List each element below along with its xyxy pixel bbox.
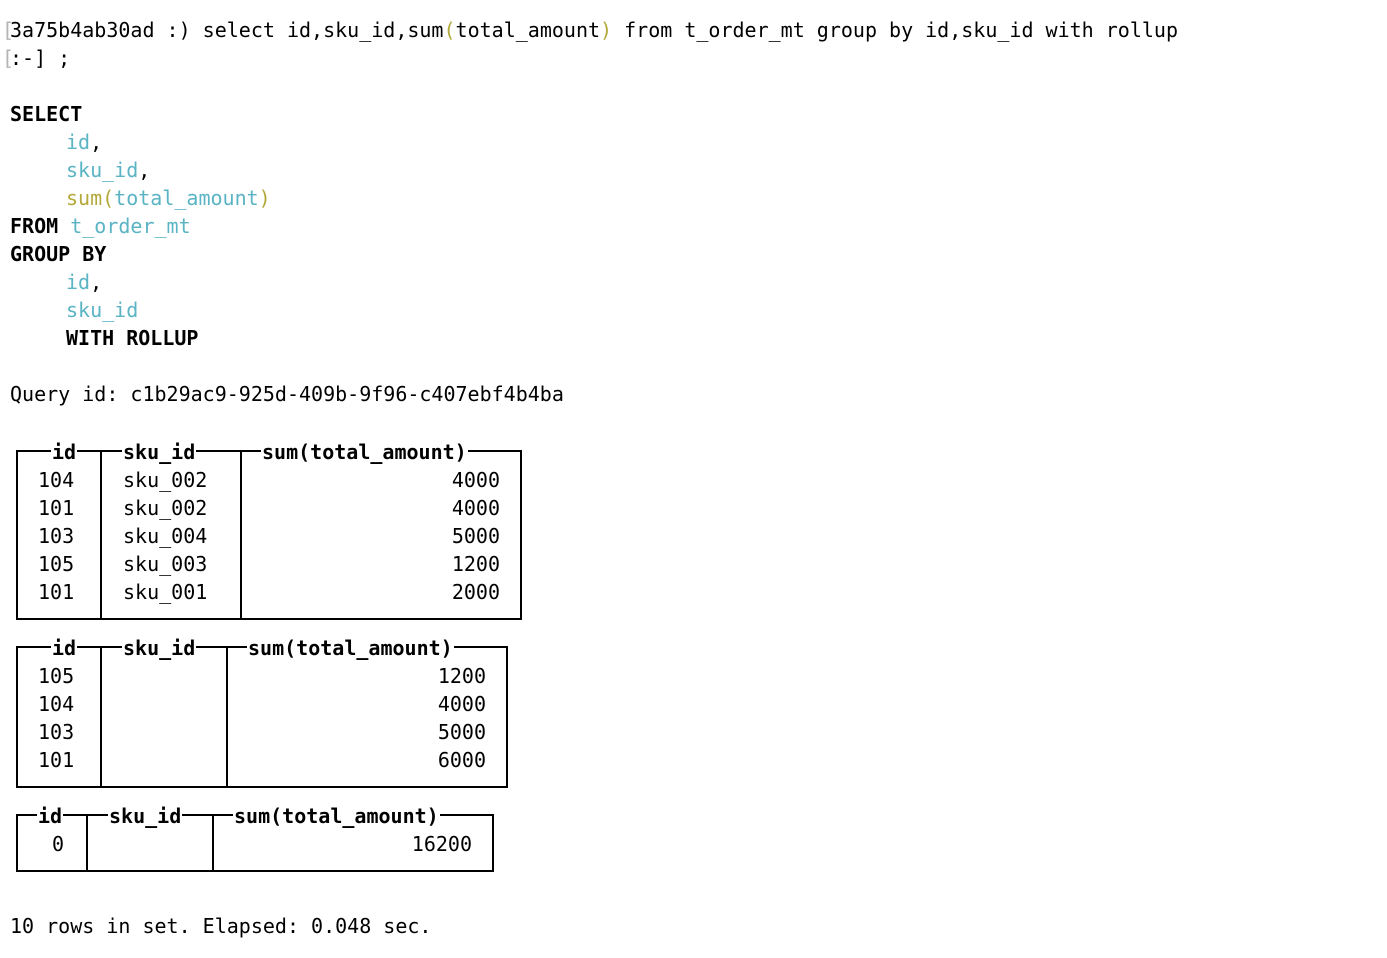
from-clause: FROM t_order_mt bbox=[10, 212, 191, 240]
select-col-sku-id-name: sku_id bbox=[66, 158, 139, 182]
group-col-id-name: id bbox=[66, 270, 91, 294]
cell-id: 103 bbox=[38, 524, 75, 548]
cell-sum: 5000 bbox=[451, 524, 500, 548]
cell-sum: 1200 bbox=[437, 664, 486, 688]
header-id: id bbox=[51, 438, 78, 466]
cell-id: 0 bbox=[52, 832, 65, 856]
header-sum: sum(total_amount) bbox=[261, 438, 468, 466]
result-summary: 10 rows in set. Elapsed: 0.048 sec. bbox=[10, 914, 432, 938]
result-table-3: id sku_id sum(total_amount) 0 16200 bbox=[16, 802, 494, 872]
cell-sku-id: sku_001 bbox=[123, 580, 208, 604]
column-divider bbox=[100, 648, 102, 786]
comma: , bbox=[138, 158, 151, 182]
cell-sum: 4000 bbox=[451, 496, 500, 520]
column-divider bbox=[240, 452, 242, 618]
result-table-1: id sku_id sum(total_amount) 104 sku_002 … bbox=[16, 438, 522, 620]
select-col-sum: sum(total_amount) bbox=[66, 184, 271, 212]
table-name: t_order_mt bbox=[70, 214, 191, 238]
header-id: id bbox=[37, 802, 64, 830]
command-paren-close: ) bbox=[600, 18, 613, 42]
column-divider bbox=[226, 648, 228, 786]
cell-sku-id: sku_004 bbox=[123, 524, 208, 548]
func-arg: total_amount bbox=[114, 186, 259, 210]
continuation-line[interactable]: :-] ; bbox=[10, 46, 71, 70]
cell-sum: 4000 bbox=[437, 692, 486, 716]
cell-id: 105 bbox=[38, 552, 75, 576]
cell-sku-id: sku_003 bbox=[123, 552, 208, 576]
select-keyword: SELECT bbox=[10, 102, 83, 126]
header-sku-id: sku_id bbox=[122, 438, 197, 466]
cell-id: 101 bbox=[38, 496, 75, 520]
comma: , bbox=[90, 270, 103, 294]
func-paren-close: ) bbox=[258, 186, 271, 210]
group-col-id: id, bbox=[66, 268, 102, 296]
cell-id: 105 bbox=[38, 664, 75, 688]
cell-sum: 1200 bbox=[451, 552, 500, 576]
header-sku-id: sku_id bbox=[122, 634, 197, 662]
header-sum: sum(total_amount) bbox=[233, 802, 440, 830]
command-text-a: select id,sku_id,sum bbox=[202, 18, 444, 42]
cell-sku-id: sku_002 bbox=[123, 496, 208, 520]
command-text-b: total_amount bbox=[455, 18, 601, 42]
cell-sum: 5000 bbox=[437, 720, 486, 744]
func-paren-open: ( bbox=[102, 186, 115, 210]
cell-id: 103 bbox=[38, 720, 75, 744]
column-divider bbox=[86, 816, 88, 870]
query-id: Query id: c1b29ac9-925d-409b-9f96-c407eb… bbox=[10, 382, 564, 406]
cell-sum: 16200 bbox=[411, 832, 472, 856]
command-paren-open: ( bbox=[443, 18, 456, 42]
prompt-bracket: [ bbox=[2, 18, 15, 42]
select-col-sku-id: sku_id, bbox=[66, 156, 150, 184]
cell-sum: 2000 bbox=[451, 580, 500, 604]
header-sku-id: sku_id bbox=[108, 802, 183, 830]
from-keyword: FROM bbox=[10, 214, 59, 238]
group-by-keyword: GROUP BY bbox=[10, 242, 107, 266]
group-col-sku-id: sku_id bbox=[66, 298, 139, 322]
cell-id: 101 bbox=[38, 748, 75, 772]
column-divider bbox=[212, 816, 214, 870]
header-sum: sum(total_amount) bbox=[247, 634, 454, 662]
cell-id: 104 bbox=[38, 692, 75, 716]
cell-id: 101 bbox=[38, 580, 75, 604]
result-table-2: id sku_id sum(total_amount) 105 1200 104… bbox=[16, 634, 508, 788]
cell-id: 104 bbox=[38, 468, 75, 492]
column-divider bbox=[100, 452, 102, 618]
select-col-id: id, bbox=[66, 128, 102, 156]
cell-sum: 6000 bbox=[437, 748, 486, 772]
continuation-bracket: [ bbox=[2, 46, 15, 70]
rollup-keyword: WITH ROLLUP bbox=[66, 326, 199, 350]
command-text-c: from t_order_mt group by id,sku_id with … bbox=[612, 18, 1179, 42]
prompt-host: 3a75b4ab30ad :) bbox=[10, 18, 203, 42]
header-id: id bbox=[51, 634, 78, 662]
cell-sum: 4000 bbox=[451, 468, 500, 492]
command-line[interactable]: 3a75b4ab30ad :) select id,sku_id,sum(tot… bbox=[10, 16, 1178, 44]
cell-sku-id: sku_002 bbox=[123, 468, 208, 492]
comma: , bbox=[90, 130, 103, 154]
func-name: sum bbox=[66, 186, 103, 210]
select-col-id-name: id bbox=[66, 130, 91, 154]
